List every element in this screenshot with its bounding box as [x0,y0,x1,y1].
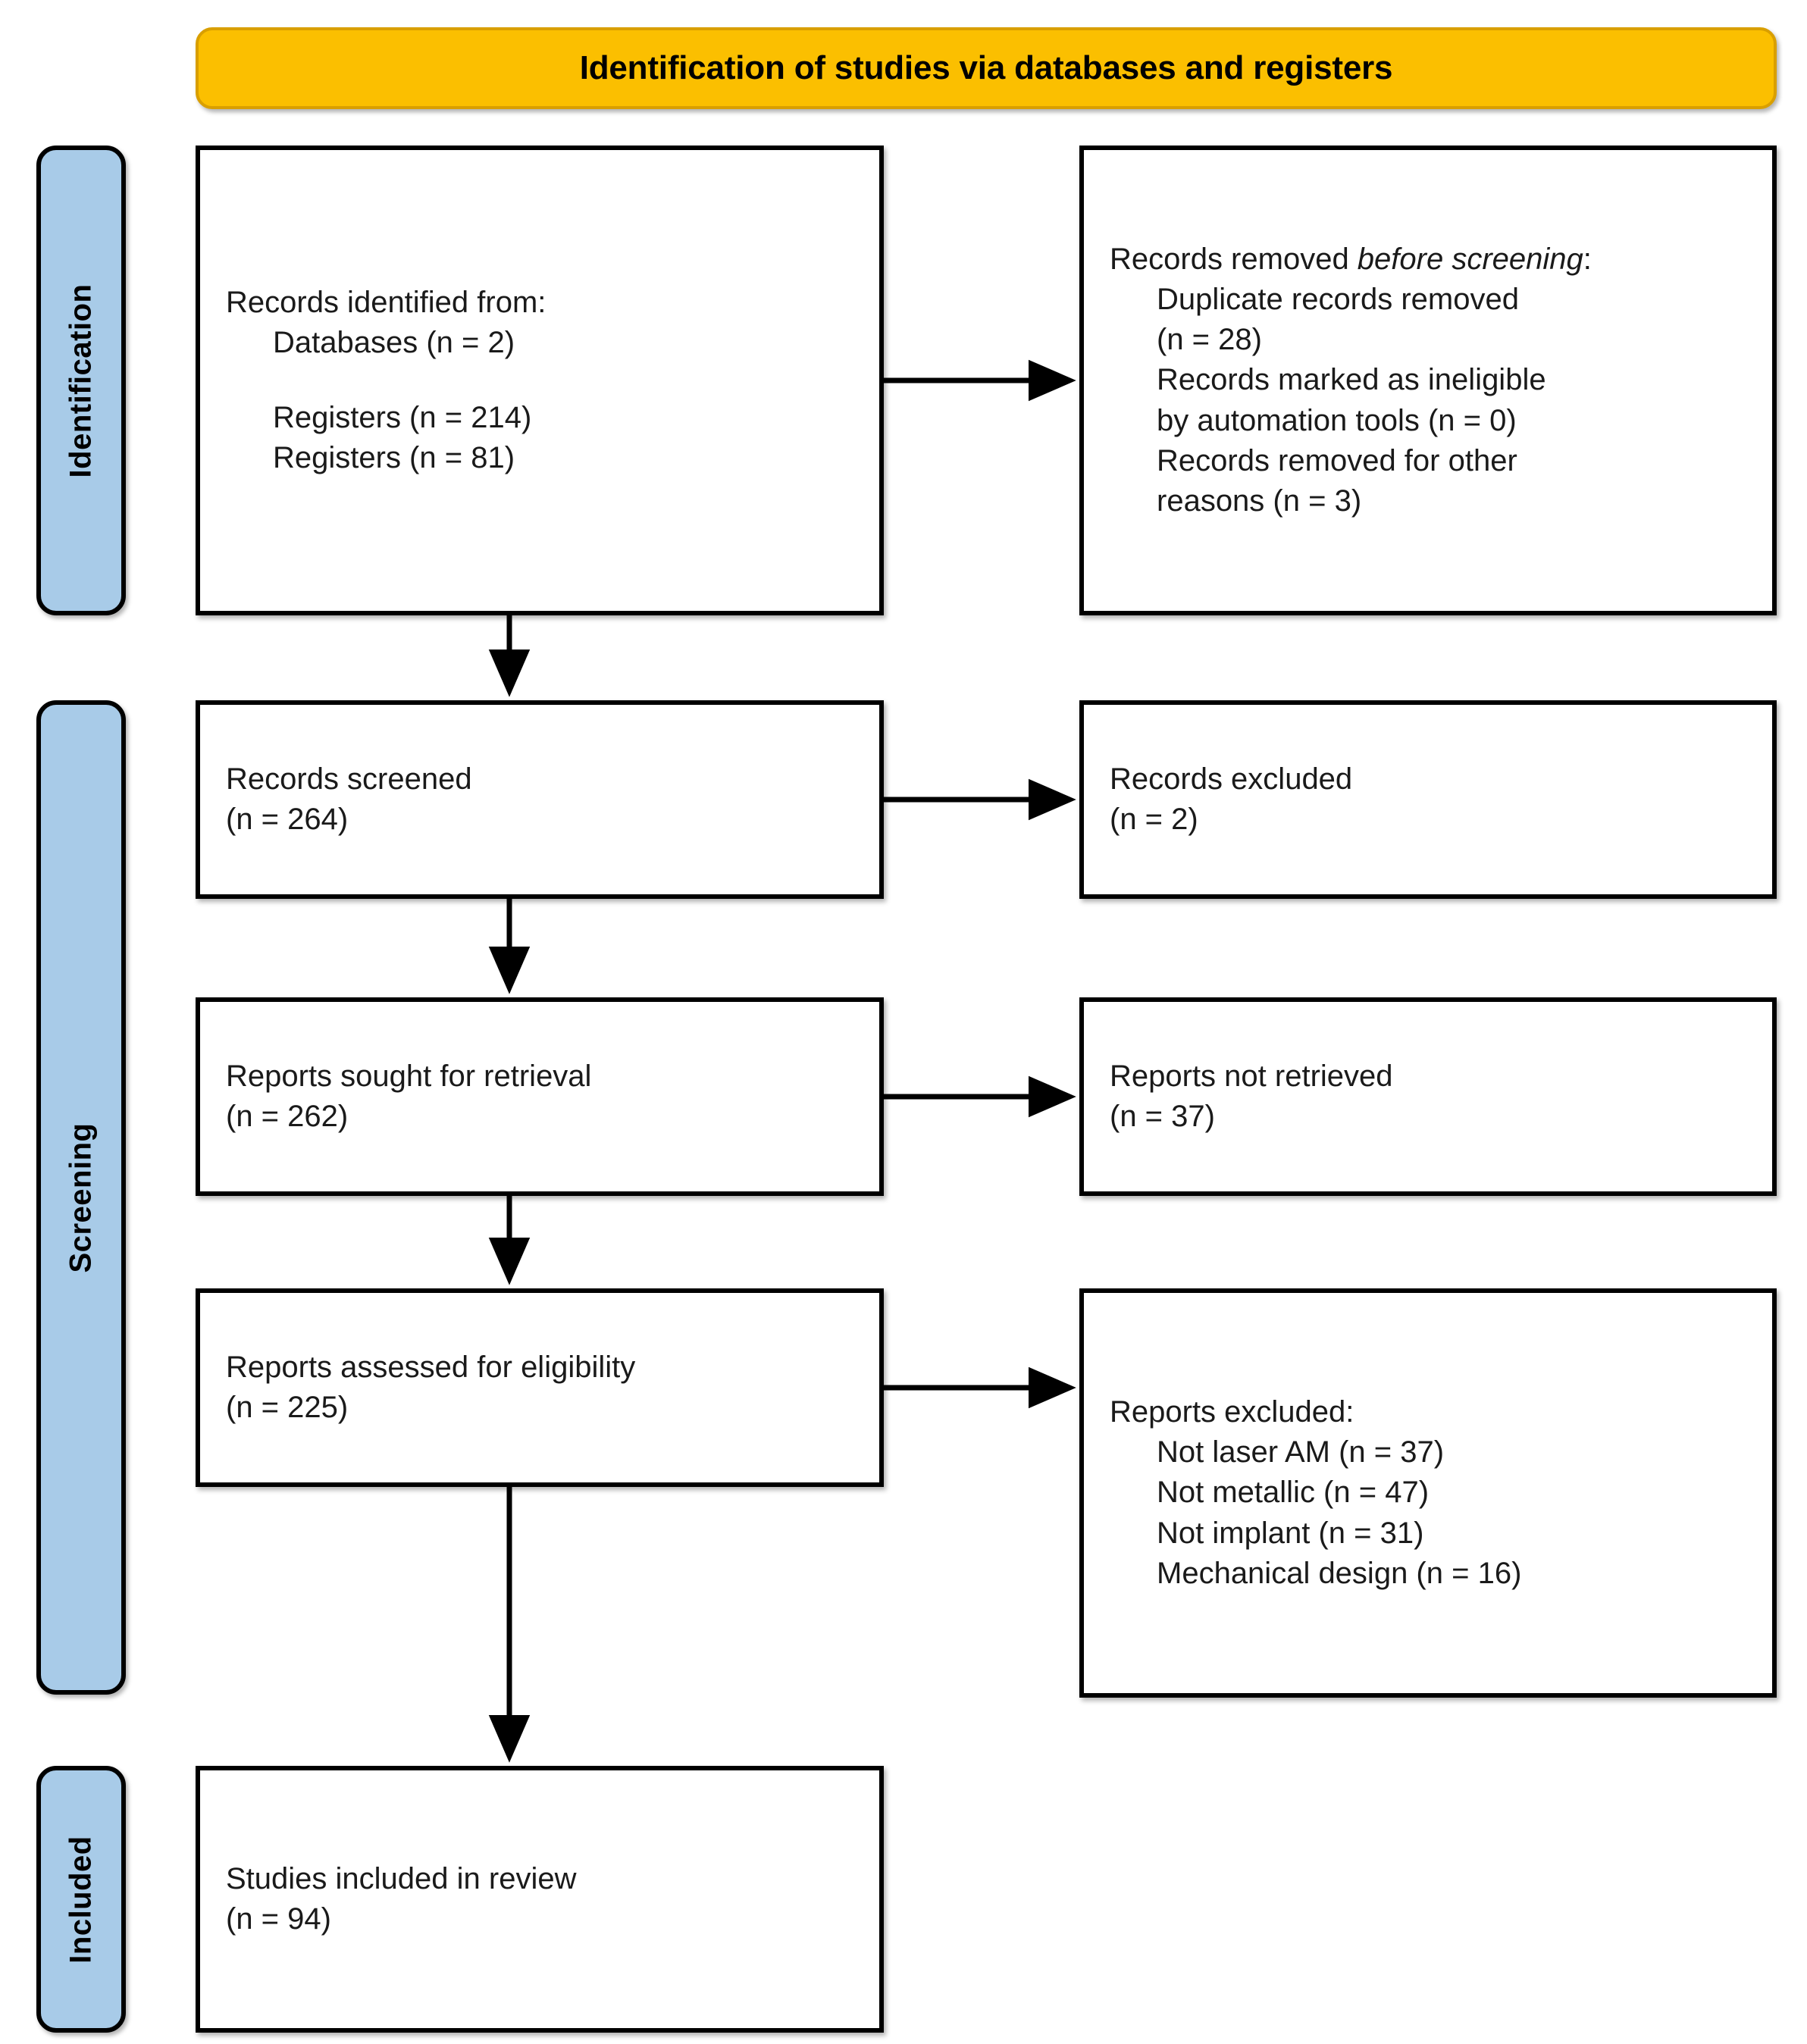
box-records-excluded: Records excluded (n = 2) [1079,700,1777,899]
records-removed-title-plain: Records removed [1110,242,1358,276]
stage-label-included: Included [64,1835,98,1964]
reports-not-retrieved-count: (n = 37) [1110,1100,1215,1133]
records-screened-title: Records screened [226,762,472,796]
reports-sought-title: Reports sought for retrieval [226,1059,592,1093]
records-removed-duplicates: Duplicate records removed [1157,283,1519,317]
box-reports-assessed-for-eligibility: Reports assessed for eligibility (n = 22… [196,1288,884,1487]
stage-label-identification: Identification [64,283,98,477]
reports-excluded-not-implant: Not implant (n = 31) [1157,1516,1424,1550]
records-screened-count: (n = 264) [226,803,349,836]
diagram-header-banner: Identification of studies via databases … [196,27,1777,109]
box-reports-not-retrieved: Reports not retrieved (n = 37) [1079,997,1777,1196]
reports-excluded-title: Reports excluded: [1110,1395,1354,1429]
records-removed-ineligible-1: Records marked as ineligible [1157,363,1546,397]
records-removed-duplicates-count: (n = 28) [1157,323,1262,357]
stage-bar-identification: Identification [36,146,126,615]
stage-bar-screening: Screening [36,700,126,1695]
reports-assessed-count: (n = 225) [226,1391,349,1424]
reports-assessed-title: Reports assessed for eligibility [226,1350,636,1384]
spacer-line [226,363,853,398]
records-excluded-count: (n = 2) [1110,803,1198,836]
records-removed-other-2: reasons (n = 3) [1157,484,1362,518]
box-records-screened: Records screened (n = 264) [196,700,884,899]
box-records-removed-before-screening: Records removed before screening: Duplic… [1079,146,1777,615]
stage-bar-included: Included [36,1766,126,2033]
records-removed-title-suffix: : [1583,242,1592,276]
studies-included-title: Studies included in review [226,1861,577,1895]
records-removed-title: Records removed before screening: [1110,239,1746,280]
reports-excluded-mechanical-design: Mechanical design (n = 16) [1157,1556,1522,1590]
records-identified-registers-2: Registers (n = 81) [273,441,515,475]
records-identified-title: Records identified from: [226,285,546,319]
reports-excluded-not-metallic: Not metallic (n = 47) [1157,1476,1430,1510]
box-reports-sought-for-retrieval: Reports sought for retrieval (n = 262) [196,997,884,1196]
page-title: Identification of studies via databases … [579,49,1393,86]
studies-included-count: (n = 94) [226,1902,331,1936]
records-excluded-title: Records excluded [1110,762,1353,796]
box-reports-excluded: Reports excluded: Not laser AM (n = 37) … [1079,1288,1777,1698]
records-identified-registers-1: Registers (n = 214) [273,401,532,434]
records-identified-databases: Databases (n = 2) [273,325,515,359]
records-removed-other-1: Records removed for other [1157,443,1517,477]
box-records-identified: Records identified from: Databases (n = … [196,146,884,615]
reports-not-retrieved-title: Reports not retrieved [1110,1059,1393,1093]
reports-sought-count: (n = 262) [226,1100,349,1133]
records-removed-title-italic: before screening [1357,242,1583,276]
stage-label-screening: Screening [64,1122,98,1272]
reports-excluded-not-laser-am: Not laser AM (n = 37) [1157,1435,1445,1470]
box-studies-included-in-review: Studies included in review (n = 94) [196,1766,884,2033]
records-removed-ineligible-2: by automation tools (n = 0) [1157,403,1517,437]
